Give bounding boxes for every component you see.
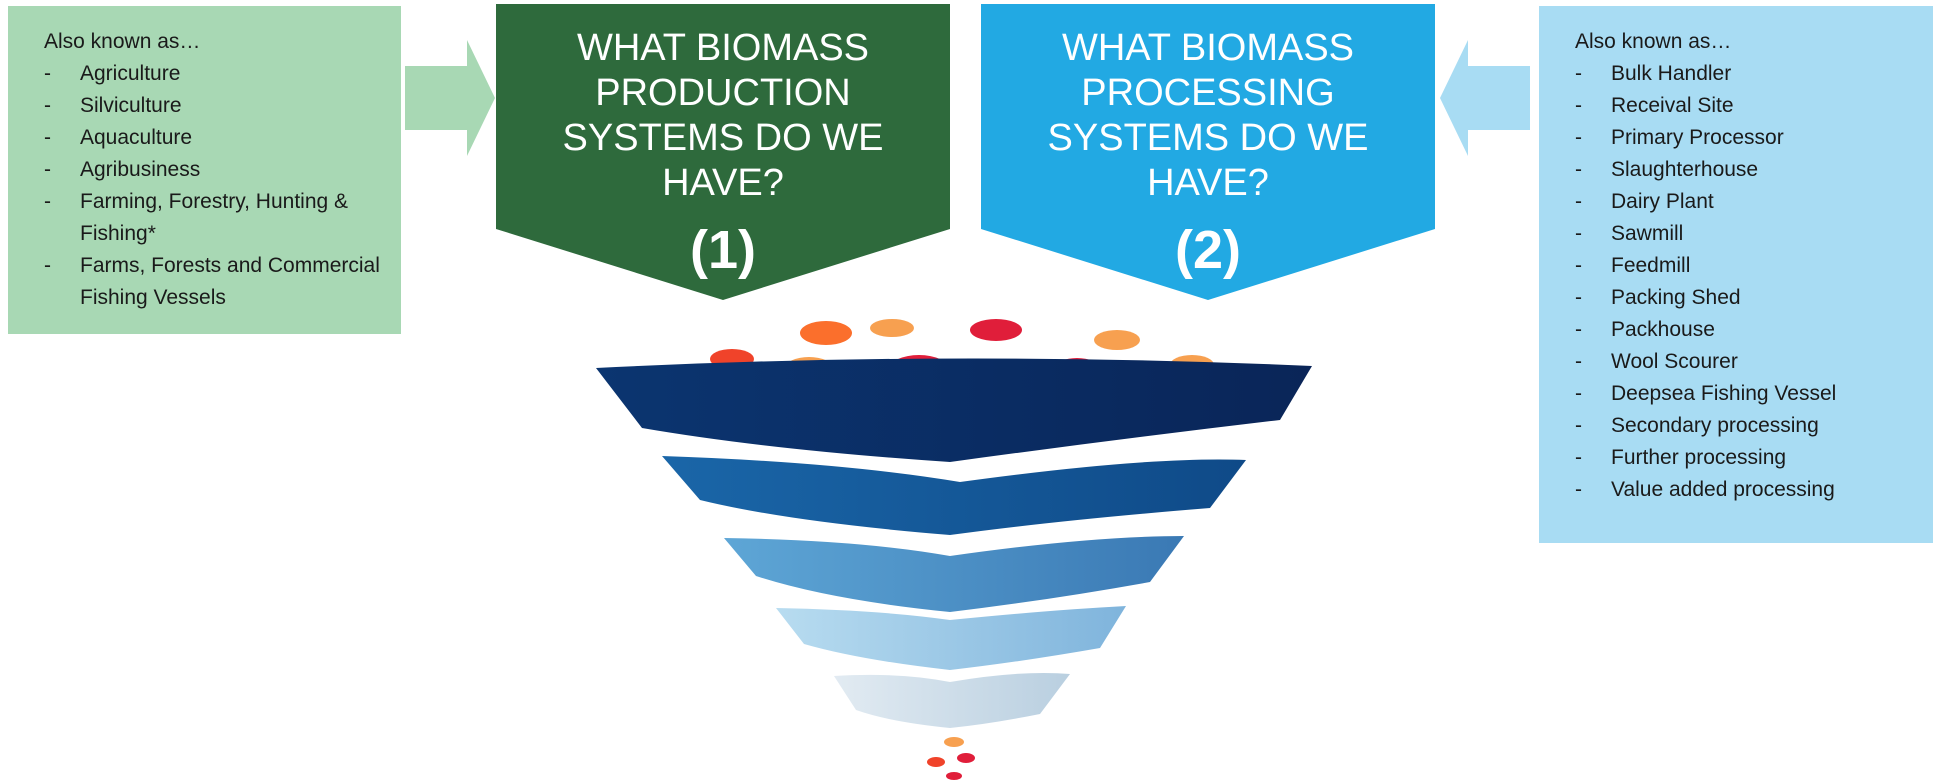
production-aka-heading: Also known as…: [44, 30, 201, 53]
list-item: Farming, Forestry, Hunting & Fishing*: [44, 186, 401, 250]
list-item: Packhouse: [1575, 314, 1933, 346]
processing-title: WHAT BIOMASS PROCESSING SYSTEMS DO WE HA…: [1047, 27, 1369, 204]
production-aka-list: Agriculture Silviculture Aquaculture Agr…: [44, 58, 401, 314]
list-item: Feedmill: [1575, 250, 1933, 282]
list-item: Farms, Forests and Commercial Fishing Ve…: [44, 250, 401, 314]
list-item: Secondary processing: [1575, 410, 1933, 442]
funnel-ball: [800, 321, 852, 345]
list-item: Slaughterhouse: [1575, 154, 1933, 186]
funnel-ball: [870, 319, 914, 337]
arrow-left-icon: [1440, 40, 1530, 156]
production-number: (1): [690, 220, 756, 280]
list-item: Receival Site: [1575, 90, 1933, 122]
list-item: Packing Shed: [1575, 282, 1933, 314]
processing-aka-box: Also known as… Bulk Handler Receival Sit…: [1539, 6, 1933, 543]
production-aka-box: Also known as… Agriculture Silviculture …: [8, 6, 401, 334]
funnel-ball: [970, 319, 1022, 341]
funnel-drop: [944, 737, 964, 747]
list-item: Sawmill: [1575, 218, 1933, 250]
production-pentagon: WHAT BIOMASS PRODUCTION SYSTEMS DO WE HA…: [496, 4, 950, 300]
list-item: Deepsea Fishing Vessel: [1575, 378, 1933, 410]
arrow-right-icon: [405, 40, 495, 156]
arrow-shape: [405, 40, 495, 156]
processing-number: (2): [1175, 220, 1241, 280]
funnel-layer: [724, 536, 1184, 612]
list-item: Wool Scourer: [1575, 346, 1933, 378]
funnel-icon: [596, 319, 1312, 780]
list-item: Primary Processor: [1575, 122, 1933, 154]
funnel-ball: [1094, 330, 1140, 350]
processing-pentagon: WHAT BIOMASS PROCESSING SYSTEMS DO WE HA…: [981, 4, 1435, 300]
funnel-layer: [776, 606, 1126, 670]
processing-aka-list: Bulk Handler Receival Site Primary Proce…: [1575, 58, 1933, 506]
list-item: Agriculture: [44, 58, 401, 90]
list-item: Silviculture: [44, 90, 401, 122]
production-title: WHAT BIOMASS PRODUCTION SYSTEMS DO WE HA…: [562, 27, 884, 204]
funnel-layer: [662, 456, 1246, 535]
list-item: Dairy Plant: [1575, 186, 1933, 218]
list-item: Agribusiness: [44, 154, 401, 186]
list-item: Aquaculture: [44, 122, 401, 154]
list-item: Further processing: [1575, 442, 1933, 474]
list-item: Bulk Handler: [1575, 58, 1933, 90]
funnel-drop: [927, 757, 945, 767]
funnel-drop: [946, 772, 962, 780]
funnel-layer: [834, 673, 1070, 728]
arrow-shape: [1440, 40, 1530, 156]
funnel-drop: [957, 753, 975, 763]
funnel-layer: [596, 358, 1312, 462]
list-item: Value added processing: [1575, 474, 1933, 506]
processing-aka-heading: Also known as…: [1575, 30, 1732, 53]
